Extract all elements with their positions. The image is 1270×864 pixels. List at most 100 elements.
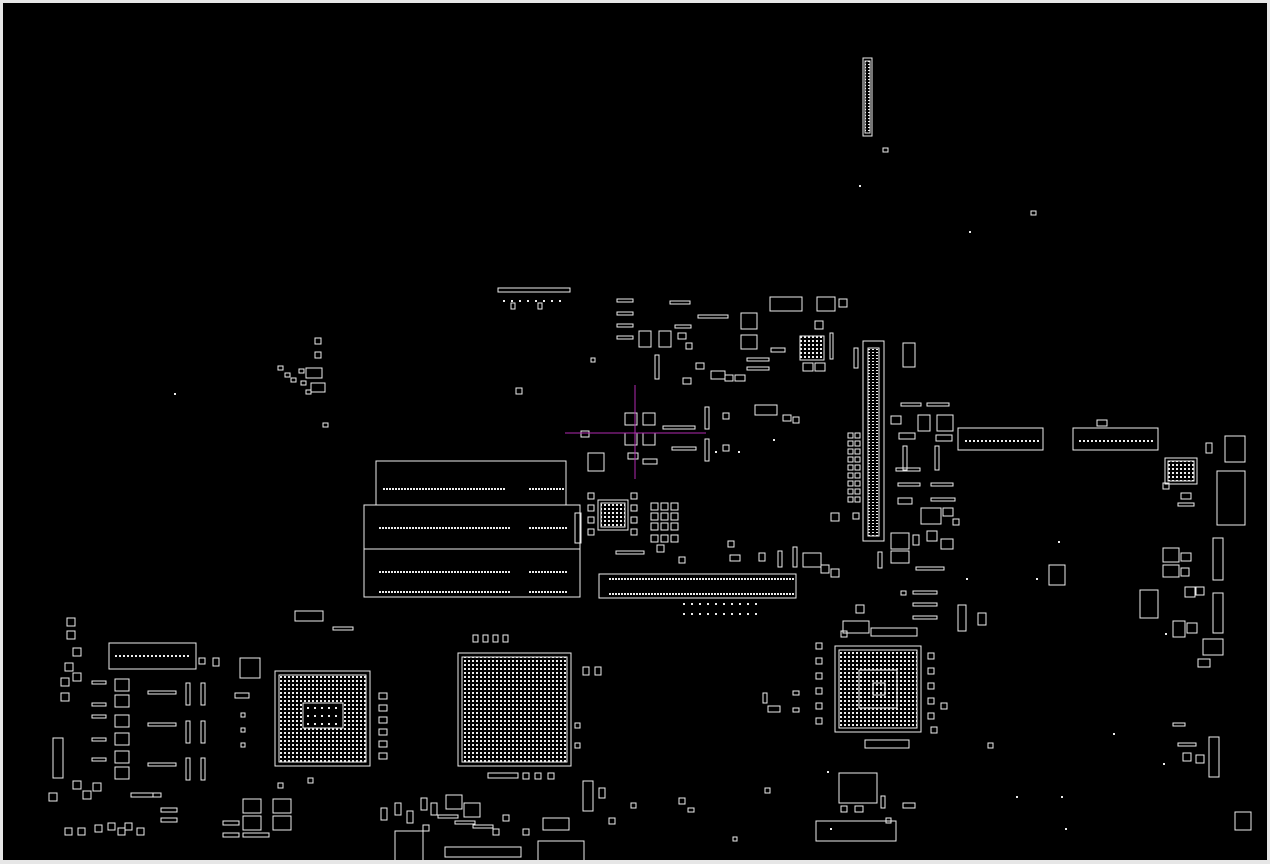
memory-slot-2-pins[interactable] bbox=[406, 527, 408, 529]
memory-slot-2-pins[interactable] bbox=[448, 527, 450, 529]
chip-small[interactable] bbox=[630, 492, 638, 500]
connector-left-pins[interactable] bbox=[143, 655, 145, 657]
memory-slot-2-pins[interactable] bbox=[559, 527, 561, 529]
connector-horizontal-center-pins[interactable] bbox=[729, 593, 731, 595]
memory-slot-3-pins[interactable] bbox=[544, 591, 546, 593]
memory-slot-2-pins[interactable] bbox=[397, 527, 399, 529]
connector-horizontal-center-pins[interactable] bbox=[765, 593, 767, 595]
resistor[interactable] bbox=[160, 807, 178, 813]
memory-slot-3-pins[interactable] bbox=[451, 591, 453, 593]
connector-horizontal-center-pins[interactable] bbox=[636, 578, 638, 580]
via[interactable] bbox=[966, 578, 968, 580]
chip-small[interactable] bbox=[594, 666, 602, 676]
via[interactable] bbox=[773, 439, 775, 441]
chip-small[interactable] bbox=[764, 787, 771, 794]
memory-slot-2-pins[interactable] bbox=[388, 527, 390, 529]
chip-small[interactable] bbox=[1197, 658, 1211, 668]
connector-right-2-pins[interactable] bbox=[1095, 440, 1097, 442]
connector-horizontal-center-pins[interactable] bbox=[624, 593, 626, 595]
resistor[interactable] bbox=[746, 357, 770, 362]
connector-right-1-pins[interactable] bbox=[1033, 440, 1035, 442]
chip-small[interactable] bbox=[847, 472, 854, 479]
resistor-vertical[interactable] bbox=[853, 347, 859, 369]
chip-small[interactable] bbox=[792, 690, 800, 696]
chip-small[interactable] bbox=[677, 332, 687, 340]
memory-slot-3-pins[interactable] bbox=[463, 591, 465, 593]
via[interactable] bbox=[174, 393, 176, 395]
connector-horizontal-center-pins[interactable] bbox=[768, 593, 770, 595]
via-row[interactable] bbox=[715, 613, 717, 615]
chip-small[interactable] bbox=[300, 380, 307, 386]
connector-right-1-pins[interactable] bbox=[1025, 440, 1027, 442]
connector-horizontal-center-pins[interactable] bbox=[762, 593, 764, 595]
connector-horizontal-center-pins[interactable] bbox=[684, 578, 686, 580]
connector-right-2-pins[interactable] bbox=[1131, 440, 1133, 442]
bga-left-core-pads[interactable] bbox=[307, 715, 309, 717]
chip-small[interactable] bbox=[855, 604, 865, 614]
memory-slot-3-pins[interactable] bbox=[496, 571, 498, 573]
connector-horizontal-center-pins[interactable] bbox=[705, 593, 707, 595]
connector-small[interactable] bbox=[957, 604, 967, 632]
resistor[interactable] bbox=[770, 347, 786, 353]
ic-sot[interactable] bbox=[816, 296, 836, 312]
connector-horizontal-center-pins[interactable] bbox=[690, 593, 692, 595]
bga-left-core-pads[interactable] bbox=[307, 723, 309, 725]
resistor[interactable] bbox=[662, 425, 696, 430]
ic-sot[interactable] bbox=[638, 330, 652, 348]
memory-slot-3-pins[interactable] bbox=[541, 571, 543, 573]
via-row[interactable] bbox=[511, 300, 513, 302]
resistor-vertical[interactable] bbox=[934, 445, 940, 471]
memory-slot-3-pins[interactable] bbox=[415, 591, 417, 593]
connector-horizontal-center-pins[interactable] bbox=[702, 578, 704, 580]
memory-slot-3-pins[interactable] bbox=[445, 591, 447, 593]
chip-small[interactable] bbox=[627, 452, 639, 460]
chip-small[interactable] bbox=[854, 496, 861, 503]
connector-bottom-left[interactable] bbox=[394, 830, 424, 860]
chip-small[interactable] bbox=[1186, 622, 1198, 634]
resistor[interactable] bbox=[930, 497, 956, 502]
connector-right-1-pins[interactable] bbox=[1017, 440, 1019, 442]
chip-small[interactable] bbox=[815, 717, 823, 725]
chip-small[interactable] bbox=[734, 374, 746, 382]
resistor[interactable] bbox=[147, 762, 177, 767]
memory-slot-3-pins[interactable] bbox=[394, 571, 396, 573]
memory-slot-3-pins[interactable] bbox=[505, 571, 507, 573]
via[interactable] bbox=[738, 451, 740, 453]
chip-small[interactable] bbox=[660, 502, 669, 511]
resistor-vertical[interactable] bbox=[200, 682, 206, 706]
memory-slot-3-pins[interactable] bbox=[490, 591, 492, 593]
bga-left-core-pads[interactable] bbox=[321, 715, 323, 717]
resistor-vertical[interactable] bbox=[877, 551, 883, 569]
bga-left-core-pads[interactable] bbox=[335, 715, 337, 717]
connector-horizontal-center-pins[interactable] bbox=[747, 578, 749, 580]
connector-vertical-right-pins[interactable] bbox=[867, 347, 880, 537]
connector-horizontal-center-pins[interactable] bbox=[645, 593, 647, 595]
chip-small[interactable] bbox=[598, 787, 606, 799]
memory-slot-1-pins[interactable] bbox=[419, 488, 421, 490]
connector-horizontal-center-pins[interactable] bbox=[711, 578, 713, 580]
memory-slot-3-pins[interactable] bbox=[487, 571, 489, 573]
chip-small[interactable] bbox=[650, 502, 659, 511]
resistor[interactable] bbox=[222, 820, 240, 826]
chip-small[interactable] bbox=[854, 432, 861, 439]
chip-small[interactable] bbox=[815, 672, 823, 680]
resistor[interactable] bbox=[616, 298, 634, 303]
chip-small[interactable] bbox=[420, 797, 428, 811]
ic-sot[interactable] bbox=[114, 694, 130, 708]
memory-slot-3-pins[interactable] bbox=[439, 571, 441, 573]
chip-small[interactable] bbox=[136, 827, 145, 836]
bga-left-core-pads[interactable] bbox=[335, 707, 337, 709]
resistor[interactable] bbox=[91, 714, 107, 719]
via[interactable] bbox=[1163, 763, 1165, 765]
memory-slot-1-pins[interactable] bbox=[467, 488, 469, 490]
memory-slot-2-pins[interactable] bbox=[439, 527, 441, 529]
connector-horizontal-center-pins[interactable] bbox=[630, 578, 632, 580]
connector-horizontal-center-pins[interactable] bbox=[621, 578, 623, 580]
connector-left-pins[interactable] bbox=[171, 655, 173, 657]
connector-horizontal-center-pins[interactable] bbox=[669, 593, 671, 595]
chip-small[interactable] bbox=[926, 530, 938, 542]
connector-right-1-pins[interactable] bbox=[965, 440, 967, 442]
bga-right-die[interactable] bbox=[872, 682, 886, 696]
chip-small[interactable] bbox=[422, 824, 430, 832]
chip-small[interactable] bbox=[537, 302, 543, 310]
